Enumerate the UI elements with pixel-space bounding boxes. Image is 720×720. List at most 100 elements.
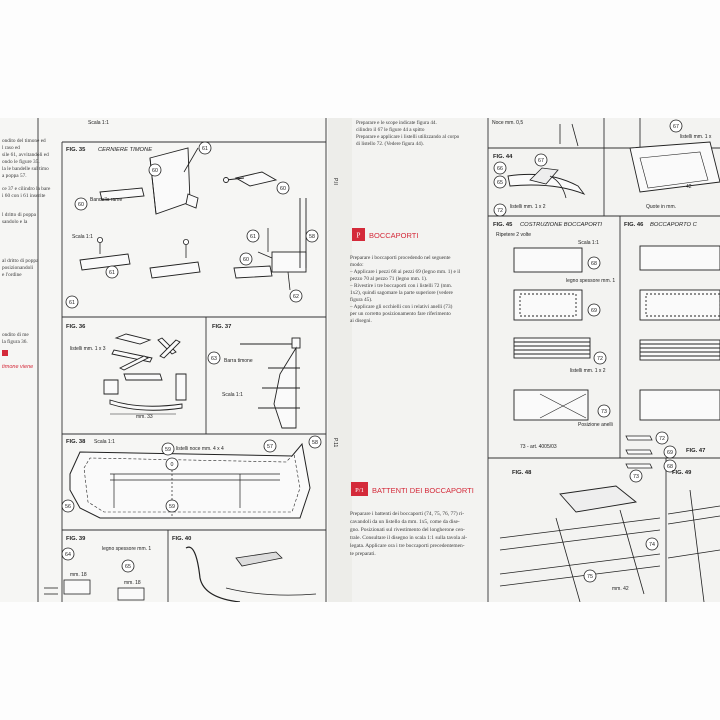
section-line: figura 45). [350,296,372,303]
margin-line: ondito del timone ed [2,138,46,144]
callout: 68 [667,464,673,470]
fig48-dim: mm. 42 [612,586,629,592]
callout: 74 [649,542,655,548]
fig36: FIG. 36 listelli mm. 1 x 3 mm. 33 [66,324,187,420]
page-gutter [328,118,352,602]
section-line: – Rivestire i tre boccaporti con i liste… [349,282,452,289]
callout: 67 [673,124,679,130]
fig35-label: FIG. 35 [66,147,86,153]
fig36-listelli: listelli mm. 1 x 3 [70,346,106,352]
callout: 65 [125,564,131,570]
callout: 68 [591,261,597,267]
section-badge [352,228,365,241]
callout: 60 [152,168,158,174]
margin-line: ondo le figure 35. [2,158,40,165]
callout: 63 [211,356,217,362]
fig45-art: 73 - art. 4005/03 [520,444,557,450]
left-margin-text: ondito del timone ed l raso ed sile 61, … [2,138,51,370]
callout: 65 [497,180,503,186]
callout: 64 [65,552,71,558]
instruction-sheet: ondito del timone ed l raso ed sile 61, … [0,118,720,602]
callout: 59 [165,447,171,453]
section-line: Preparare i battenti dei boccaporti (74,… [350,510,464,517]
fig35-top-scale: Scala 1:1 [88,120,109,126]
margin-line: i 60 con i 61 inserite [2,193,46,199]
callout: 0 [171,462,174,468]
fig38-label: FIG. 38 [66,439,86,445]
fig37-scale: Scala 1:1 [222,392,243,398]
callout: 59 [169,504,175,510]
fig44-top-note: Noce mm. 0,5 [492,120,523,126]
fig36-dim: mm. 33 [136,414,153,420]
section-line: trale. Consultare il disegno in scala 1:… [350,535,467,541]
callout: 73 [633,474,639,480]
fig48-label: FIG. 48 [512,470,532,476]
callout: 66 [497,166,503,172]
fig-top-right: 67 listelli mm. 1 x 42 Quote in mm. [629,119,720,210]
callout: 75 [587,574,593,580]
section-line: 1x2), quindi sagomare la parte superiore… [350,289,453,296]
fig38: FIG. 38 Scala 1:1 listelli noce mm. 4 x … [61,435,322,519]
fig37-label: FIG. 37 [212,324,231,330]
fig37: FIG. 37 63 Barra timone Scala 1:1 [207,324,301,429]
fig45-title: COSTRUZIONE BOCCAPORTI [520,222,602,228]
fig45-posizione: Posizione anelli [578,422,613,428]
callout: 61 [250,234,256,240]
section-line: – Applicare i pezzi 68 ai pezzi 69 (legn… [349,268,461,275]
fig39-dim1: mm. 18 [70,572,87,578]
section-badge-text: P/1 [355,487,364,494]
left-page-grid [37,118,327,602]
section-heading: BATTENTI DEI BOCCAPORTI [372,486,474,495]
callout: 62 [293,294,299,300]
fig35-title: CERNIERE TIMONE [98,147,152,153]
margin-red-line: timone viene [2,364,33,370]
margin-line: sandolo e la [2,219,28,225]
callout: 67 [538,158,544,164]
section-line: pezzo 70 al pezzo 71 (legno mm. 1). [350,275,427,282]
section-line: per un corretto posizionamento fare rife… [350,310,451,317]
fig39: FIG. 39 legno spessore mm. 1 64 65 mm. 1… [44,536,151,601]
fig47-label: FIG. 47 [686,448,705,454]
fig49-label: FIG. 49 [672,470,692,476]
center-side-mark: P.II [332,178,338,185]
callout: 69 [667,450,673,456]
fig48: FIG. 48 mm. 42 73 74 75 [499,469,661,602]
callout: 61 [109,270,115,276]
center-top-line: Preparare e le scope indicate figura 44. [356,119,437,126]
section-battenti: P/1 BATTENTI DEI BOCCAPORTI Preparare i … [350,482,474,557]
margin-line: ondito di me [2,332,29,338]
callout: 60 [280,186,286,192]
callout: 58 [309,234,315,240]
fig45: FIG. 45 COSTRUZIONE BOCCAPORTI Ripetere … [493,222,615,450]
callout: 60 [78,202,84,208]
margin-line: al dritto di poppa [2,258,39,264]
fig45-scale: Scala 1:1 [578,240,599,246]
center-top-line: Preparare e applicare i listelli utilizz… [356,134,460,140]
callout: 73 [601,409,607,415]
margin-line: l raso ed [2,145,20,151]
fig-top-right-quote: Quote in mm. [646,204,676,210]
section-badge-text: P [357,232,361,240]
callout: 72 [597,356,603,362]
top-background [0,0,720,118]
fig39-legno: legno spessore mm. 1 [102,546,151,552]
instruction-sheet-svg: ondito del timone ed l raso ed sile 61, … [0,118,720,602]
section-line: – Applicare gli occhielli con i relativi… [349,303,453,310]
fig46-label: FIG. 46 [624,222,644,228]
fig37-barra: Barra timone [224,358,253,364]
margin-line: la le bandelle sul timo [2,166,49,172]
fig46: FIG. 46 BOCCAPORTO C [624,222,720,421]
fig45-listelli: listelli mm. 1 x 2 [570,368,606,374]
center-top-line: di listello 72. (Vedere figura 44). [356,140,424,147]
fig38-listelli: listelli noce mm. 4 x 4 [176,446,224,452]
fig49: FIG. 49 [667,470,720,602]
fig47: 72 69 68 FIG. 47 [625,431,705,473]
fig39-label: FIG. 39 [66,536,86,542]
bottom-background [0,602,720,720]
section-line: te preparati. [350,551,376,557]
fig35: FIG. 35 CERNIERE TIMONE B [65,141,319,309]
fig45-legno: legno spessore mm. 1 [566,278,615,284]
section-line: cavandoli da un listello da mm. 1x5, com… [350,519,460,525]
section-line: Preparare i boccaporti procedendo nel se… [350,255,451,261]
margin-line: sile 61, avvitandoli ed [2,152,49,158]
